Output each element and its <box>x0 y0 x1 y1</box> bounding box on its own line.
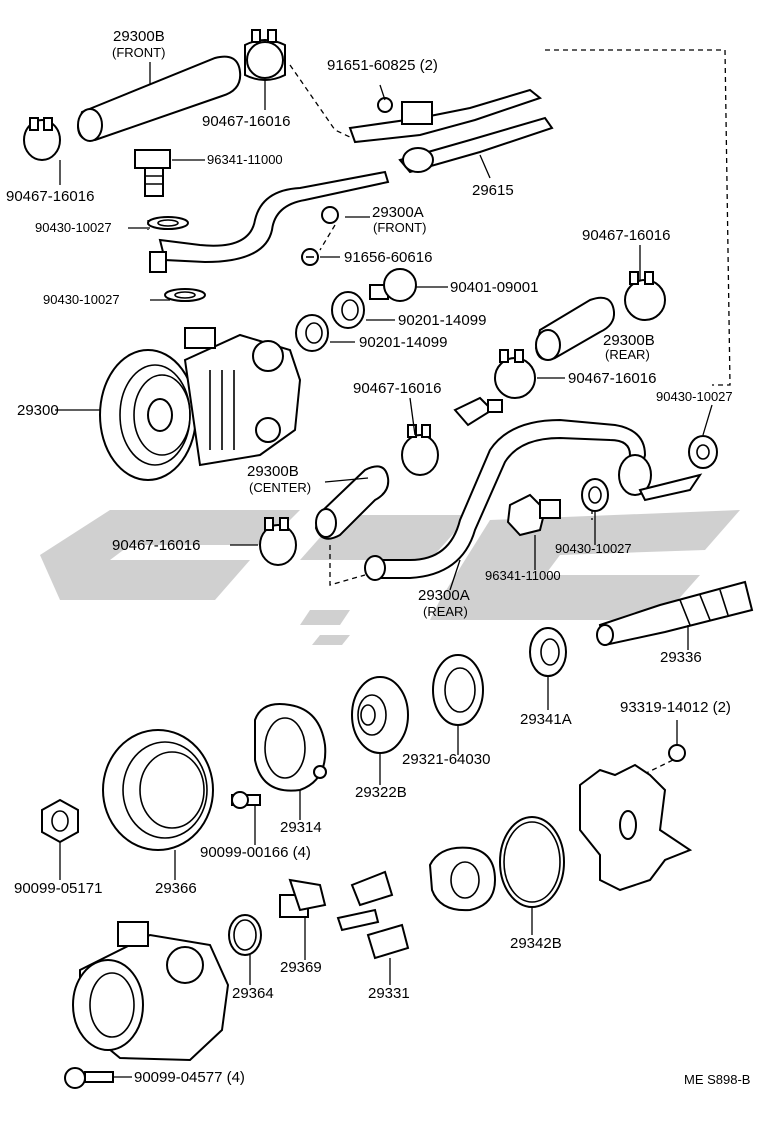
label-bolt-91656: 91656-60616 <box>344 249 432 266</box>
label-pulley: 29366 <box>155 880 197 897</box>
label-washer: 29321-64030 <box>402 751 490 768</box>
label-ring: 29364 <box>232 985 274 1002</box>
label-tube-rear: 29300A <box>418 587 470 604</box>
ring <box>228 914 262 956</box>
part-labels: 29300B (FRONT) 90467-16016 90467-16016 9… <box>6 28 750 1087</box>
bearing <box>351 676 409 754</box>
oring-large <box>499 816 565 908</box>
union-bolt-top <box>134 149 171 197</box>
oring-2 <box>295 314 329 352</box>
seal <box>529 627 567 677</box>
pump-housing <box>72 921 230 1062</box>
bolt-91656 <box>301 248 319 266</box>
tube-29615 <box>348 88 554 174</box>
label-hose-front: 29300B <box>113 28 165 45</box>
clamp-top <box>244 29 286 81</box>
clamp-center <box>401 424 439 476</box>
tube-front <box>149 170 390 273</box>
label-seal: 29341A <box>520 711 572 728</box>
union-fitting <box>453 396 503 427</box>
label-hose-center: 29300B <box>247 463 299 480</box>
label-clamp-lower: 90467-16016 <box>112 537 200 554</box>
label-screw: 90099-00166 (4) <box>200 844 311 861</box>
label-tube-29615: 29615 <box>472 182 514 199</box>
label-vanes: 29331 <box>368 985 410 1002</box>
label-bearing: 29322B <box>355 784 407 801</box>
label-bolt-bottom: 90099-04577 (4) <box>134 1069 245 1086</box>
label-tube-rear-note: (REAR) <box>423 604 468 619</box>
gasket-top <box>147 216 189 230</box>
label-clamp-rear: 90467-16016 <box>568 370 656 387</box>
rotor <box>428 846 497 912</box>
gasket-right <box>688 435 718 469</box>
label-hose-front-note: (FRONT) <box>112 45 165 60</box>
clamp-left <box>23 117 61 161</box>
label-gasket-right: 90430-10027 <box>656 389 733 404</box>
hose-center <box>314 465 390 540</box>
label-gasket-lower: 90430-10027 <box>555 541 632 556</box>
label-clamp-right: 90467-16016 <box>582 227 670 244</box>
label-tube-front: 29300A <box>372 204 424 221</box>
diagram-code: ME S898-B <box>684 1072 750 1087</box>
label-hose-center-note: (CENTER) <box>249 480 311 495</box>
label-union-bolt-top: 96341-11000 <box>207 152 283 167</box>
plate <box>254 703 327 792</box>
label-nut-93319: 93319-14012 (2) <box>620 699 731 716</box>
pump-assembly <box>99 327 302 481</box>
nut-93319 <box>668 744 686 762</box>
label-oring-1: 90201-14099 <box>398 312 486 329</box>
label-gasket-top: 90430-10027 <box>35 220 112 235</box>
label-clamp-left: 90467-16016 <box>6 188 94 205</box>
label-shaft: 29336 <box>660 649 702 666</box>
pulley <box>102 729 214 851</box>
label-pump-assy: 29300 <box>17 402 59 419</box>
vanes <box>336 870 410 960</box>
label-hose-rear: 29300B <box>603 332 655 349</box>
label-nut: 90099-05171 <box>14 880 102 897</box>
housing-plug <box>279 878 327 918</box>
union-bolt-lower <box>506 493 561 537</box>
watermark-logo <box>40 510 740 645</box>
gasket-lower <box>581 478 609 512</box>
leader-lines <box>55 62 713 1078</box>
shaft <box>596 580 754 647</box>
nut <box>41 798 79 844</box>
bracket-plate <box>579 763 693 892</box>
tube-rear <box>364 418 703 581</box>
screw <box>231 791 261 809</box>
label-oring-large: 29342B <box>510 935 562 952</box>
label-housing: 29369 <box>280 959 322 976</box>
plug <box>369 268 417 302</box>
clamp-lower <box>259 517 297 566</box>
clamp-right <box>624 271 666 321</box>
label-tube-front-note: (FRONT) <box>373 220 426 235</box>
gasket-mid <box>164 288 206 302</box>
hose-front <box>76 55 242 142</box>
oring-1 <box>331 291 365 329</box>
label-union-bolt-lower: 96341-11000 <box>485 568 561 583</box>
label-hose-rear-note: (REAR) <box>605 347 650 362</box>
hose-rear <box>534 296 616 361</box>
label-clamp-top: 90467-16016 <box>202 113 290 130</box>
label-clamp-center: 90467-16016 <box>353 380 441 397</box>
label-plug: 90401-09001 <box>450 279 538 296</box>
label-bolt-bracket: 91651-60825 (2) <box>327 57 438 74</box>
washer <box>432 654 484 726</box>
bolt-bottom <box>64 1067 114 1089</box>
label-plate: 29314 <box>280 819 322 836</box>
clamp-rear <box>494 349 536 399</box>
label-gasket-mid: 90430-10027 <box>43 292 120 307</box>
label-oring-2: 90201-14099 <box>359 334 447 351</box>
